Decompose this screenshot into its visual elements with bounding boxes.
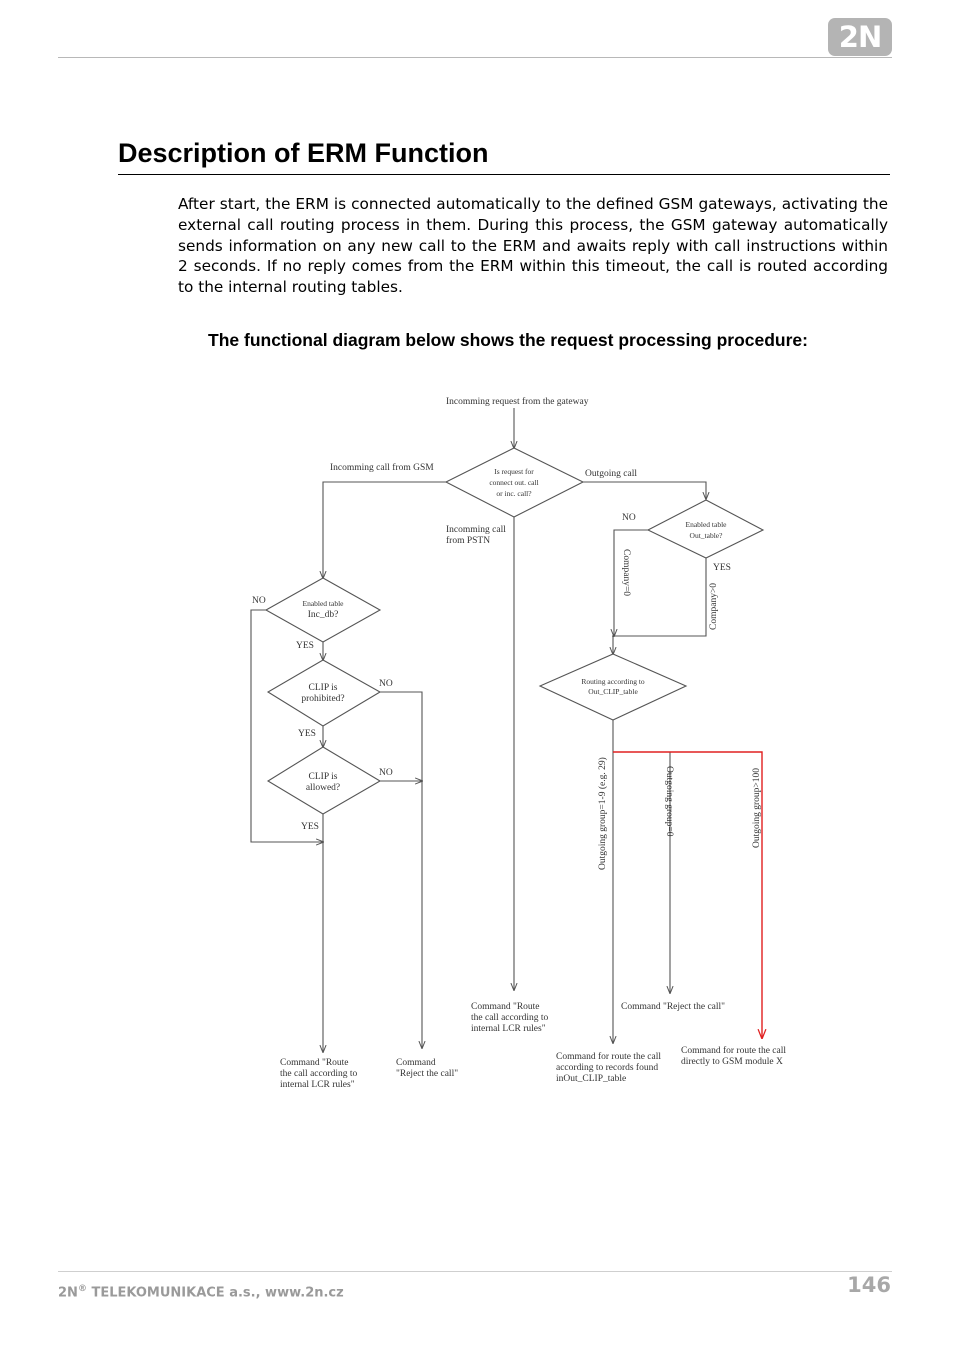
arrow-out-yes [612, 558, 707, 637]
label-cmd-reject-gsm-2: "Reject the call" [396, 1069, 458, 1079]
label-clip-prohibited-yes: YES [298, 729, 316, 739]
label-branch-pstn-2: from PSTN [446, 535, 490, 546]
label-cmd-reject-outgoing: Command "Reject the call" [621, 1002, 725, 1012]
arrow-group-100 [613, 751, 762, 1038]
decision-out-table [646, 499, 765, 559]
label-cmd-route-records-3: inOut_CLIP_table [556, 1074, 626, 1084]
title-underline [118, 174, 890, 175]
label-cmd-route-lcr-gsm-3: internal LCR rules" [280, 1080, 355, 1090]
footer-company: 2N® TELEKOMUNIKACE a.s., www.2n.cz [58, 1278, 344, 1304]
label-cmd-route-lcr-gsm-2: the call according to [280, 1069, 358, 1079]
decision-request-type [444, 447, 585, 518]
label-clip-allowed-1: CLIP is [309, 772, 338, 782]
label-branch-pstn-1: Incomming call [446, 525, 506, 535]
label-start: Incomming request from the gateway [446, 396, 589, 407]
label-branch-gsm: Incomming call from GSM [330, 462, 434, 473]
label-company-zero: Company=0 [621, 549, 631, 596]
arrow-out-no [614, 529, 648, 636]
label-inc-db-1: Enabled table [302, 599, 344, 608]
label-branch-outgoing: Outgoing call [585, 469, 637, 479]
label-cmd-reject-gsm-1: Command [396, 1058, 436, 1068]
label-clip-prohibited-2: prohibited? [301, 694, 344, 704]
footer-company-rest: TELEKOMUNIKACE a.s., www.2n.cz [86, 1285, 344, 1301]
label-inc-db-2: Inc_db? [308, 610, 339, 620]
registered-mark: ® [77, 1284, 87, 1294]
label-group-100: Outgoing group>100 [752, 768, 762, 848]
diagram-heading: The functional diagram below shows the r… [208, 330, 808, 350]
page-title: Description of ERM Function [118, 138, 489, 168]
label-cmd-route-lcr-gsm-1: Command "Route [280, 1058, 349, 1068]
label-clip-allowed-yes: YES [301, 822, 319, 832]
label-cmd-route-gsm-module-1: Command for route the call [681, 1045, 786, 1056]
label-cmd-route-lcr-pstn-3: internal LCR rules" [471, 1024, 546, 1034]
diagram-labels: Incomming request from the gateway Is re… [252, 396, 786, 1090]
arrow-clip-prohibited-no [380, 691, 422, 1048]
label-out-no: NO [622, 513, 636, 523]
arrow-inc-no [250, 609, 323, 842]
header-divider [58, 57, 892, 58]
highlight-path [613, 751, 762, 1038]
footer-company-prefix: 2N [58, 1285, 78, 1301]
label-clip-prohibited-no: NO [379, 679, 393, 689]
label-request-type-3: or inc. call? [496, 489, 532, 498]
intro-paragraph: After start, the ERM is connected automa… [178, 195, 888, 297]
label-routing-1: Routing according to [581, 677, 645, 686]
label-cmd-route-records-2: according to records found [556, 1062, 658, 1073]
label-request-type-1: Is request for [494, 467, 534, 476]
label-cmd-route-lcr-pstn-1: Command "Route [471, 1002, 540, 1012]
arrow-gsm [323, 481, 446, 578]
label-inc-yes: YES [296, 641, 314, 651]
label-group-0: Outgoing group=0 [664, 766, 674, 837]
label-cmd-route-gsm-module-2: directly to GSM module X [681, 1057, 783, 1067]
label-cmd-route-lcr-pstn-2: the call according to [471, 1013, 549, 1023]
decision-clip-prohibited [266, 659, 382, 727]
label-inc-no: NO [252, 596, 266, 606]
arrow-outgoing [583, 481, 706, 499]
flow-connectors [250, 408, 707, 1052]
page-number: 146 [847, 1273, 891, 1297]
decision-inc-db [264, 577, 382, 643]
routing-out-clip [538, 653, 688, 721]
label-clip-allowed-no: NO [379, 768, 393, 778]
label-out-table-2: Out_table? [690, 531, 724, 540]
label-out-yes: YES [713, 563, 731, 573]
company-logo: 2N [828, 18, 892, 56]
label-company-nonzero: Company>0 [709, 583, 719, 630]
decision-clip-allowed [266, 746, 382, 815]
label-clip-prohibited-1: CLIP is [309, 683, 338, 693]
footer-divider [58, 1271, 892, 1272]
label-routing-2: Out_CLIP_table [588, 687, 638, 696]
decision-shapes [264, 447, 765, 815]
label-out-table-1: Enabled table [685, 520, 727, 529]
label-clip-allowed-2: allowed? [306, 783, 340, 793]
label-group-1-9: Outgoing group=1-9 (e.g. 29) [597, 757, 608, 870]
label-request-type-2: connect out. call [489, 478, 538, 487]
label-cmd-route-records-1: Command for route the call [556, 1051, 661, 1062]
